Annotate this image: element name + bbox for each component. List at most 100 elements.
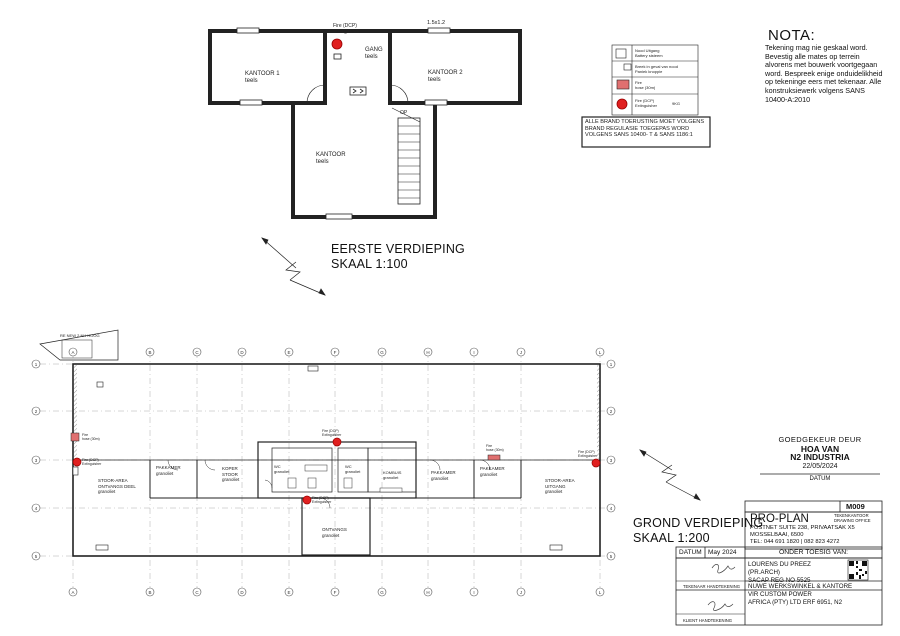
architect-info: LOURENS DU PREEZ(PR.ARCH)SACAP REG NO 55… <box>748 561 811 584</box>
approval-header: ONDER TOESIG VAN: <box>778 549 849 556</box>
svg-text:I: I <box>473 350 474 355</box>
svg-text:A: A <box>71 350 74 355</box>
first-floor-plan <box>208 27 522 220</box>
svg-text:J: J <box>520 350 522 355</box>
section-break-icon-2 <box>639 449 701 501</box>
fire-extinguisher-label: Fire (DCP)Extinguisher <box>333 23 361 35</box>
fire-extinguisher-icon <box>72 457 82 467</box>
svg-text:D: D <box>240 350 244 355</box>
fire-hose-icon-legend <box>616 79 630 90</box>
extinguisher-left-label: Fire (DCP)Extinguisher <box>82 458 102 466</box>
qr-code <box>847 559 869 581</box>
exit-signs <box>72 365 563 551</box>
fire-hose-icon-2 <box>487 454 501 461</box>
svg-text:3: 3 <box>610 458 613 463</box>
legend-table <box>581 44 711 148</box>
svg-text:G: G <box>380 590 384 595</box>
approval-date: 22/05/2024 <box>802 463 838 470</box>
signature-client <box>707 601 734 611</box>
ground-floor-walls <box>39 329 601 557</box>
window-size-label: 1.5x1.2 <box>427 20 446 26</box>
svg-text:L: L <box>599 350 602 355</box>
stair-label: OP <box>400 110 408 116</box>
svg-text:4: 4 <box>610 506 613 511</box>
svg-text:A: A <box>71 590 74 595</box>
svg-text:H: H <box>426 350 429 355</box>
legend-item-extinguisher: Fire (DCP)Extinguisher <box>635 98 658 108</box>
title-block <box>675 500 883 626</box>
canopy-note: RE NEW 2 NH HOOG <box>60 333 100 338</box>
panic-button-icon <box>333 53 342 60</box>
svg-text:C: C <box>195 590 199 595</box>
svg-text:2: 2 <box>35 409 38 414</box>
svg-text:L: L <box>599 590 602 595</box>
signature-drafter <box>711 564 736 574</box>
svg-text:D: D <box>240 590 244 595</box>
svg-text:E: E <box>287 350 290 355</box>
company-name: PRO-PLAN <box>750 513 809 525</box>
fire-extinguisher-icon-2 <box>591 458 601 468</box>
sheet-number: M009 <box>846 502 865 511</box>
svg-text:1: 1 <box>610 362 613 367</box>
approval-date-label: DATUM <box>809 476 831 482</box>
fire-extinguisher-icon-legend <box>616 98 628 110</box>
exit-sign-icon-legend <box>615 48 627 59</box>
extinguisher-mid-label: Fire (DCP)Extinguisher <box>322 429 342 437</box>
client-signature-label: KLIENT HANDTEKENING <box>683 618 733 623</box>
svg-text:C: C <box>195 350 199 355</box>
svg-text:2: 2 <box>610 409 613 414</box>
nota-body: Tekening mag nie geskaal word. Bevestig … <box>765 43 883 104</box>
fire-extinguisher-icon-4 <box>302 495 312 505</box>
approval-stamp: GOEDGEKEUR DEUR HOA VAN N2 INDUSTRIA <box>778 435 862 462</box>
datum-label: DATUM <box>679 549 702 556</box>
svg-text:H: H <box>426 590 429 595</box>
svg-text:5: 5 <box>610 554 613 559</box>
svg-text:3: 3 <box>35 458 38 463</box>
extinguisher-low-label: Fire (DCP)Extinguisher <box>312 496 332 504</box>
grid-bubbles <box>31 347 616 597</box>
fire-hose-icon <box>70 432 80 442</box>
svg-text:F: F <box>334 350 337 355</box>
svg-text:J: J <box>520 590 522 595</box>
svg-text:1: 1 <box>35 362 38 367</box>
svg-text:B: B <box>148 350 151 355</box>
section-break-icon <box>261 237 326 296</box>
nota-title: NOTA: <box>768 27 816 44</box>
fire-extinguisher-icon <box>331 38 343 50</box>
datum-value: May 2024 <box>708 549 737 556</box>
fire-regulation-note: ALLE BRAND TOERUSTING MOET VOLGENS BRAND… <box>585 119 705 139</box>
svg-text:5: 5 <box>35 554 38 559</box>
svg-text:I: I <box>473 590 474 595</box>
svg-text:B: B <box>148 590 151 595</box>
exit-sign-icon <box>349 86 367 96</box>
svg-text:E: E <box>287 590 290 595</box>
svg-text:F: F <box>334 590 337 595</box>
